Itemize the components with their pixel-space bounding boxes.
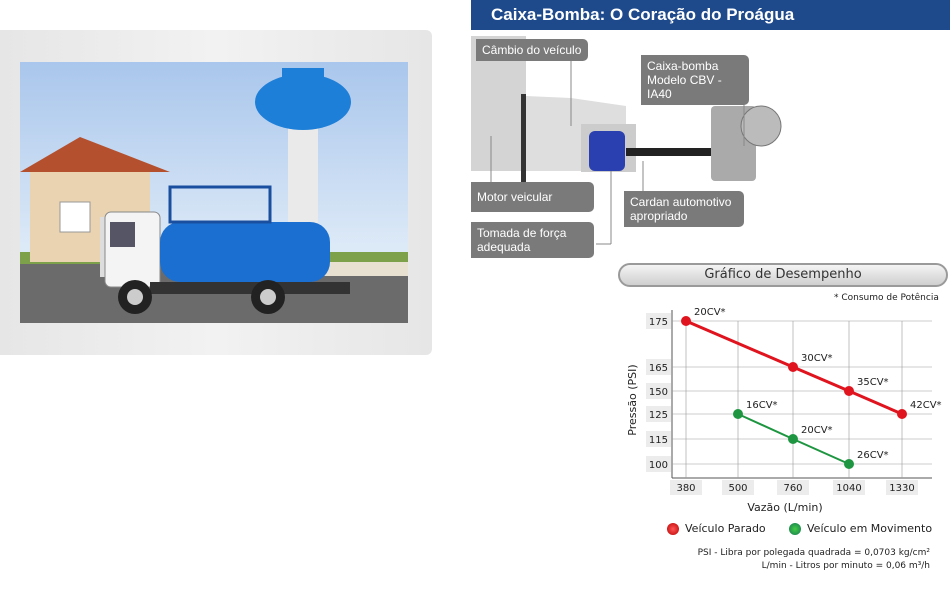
x-tick-bg [670,480,702,495]
x-tick-label: 380 [676,483,695,494]
data-point [681,316,691,326]
green-dot-icon [789,522,801,535]
x-tick-label: 760 [783,483,802,494]
x-tick-label: 500 [728,483,747,494]
data-point [788,362,798,372]
y-tick-bg [646,313,671,329]
data-label: 20CV* [801,425,833,436]
label-line: apropriado [630,209,688,223]
y-tick-bg [646,431,671,447]
data-label: 16CV* [746,400,778,411]
footnote-psi: PSI - Libra por polegada quadrada = 0,07… [697,548,930,558]
y-tick-label: 165 [649,363,668,374]
footnote-lmin: L/min - Litros por minuto = 0,06 m³/h [761,561,930,571]
data-point [897,409,907,419]
series-line [685,319,903,416]
x-tick-bg [833,480,865,495]
legend-label: Veículo Parado [685,522,766,535]
power-note: * Consumo de Potência [834,293,939,303]
label-line: Modelo CBV - IA40 [647,73,722,101]
x-tick-bg [886,480,918,495]
label-line: Caixa-bomba [647,59,719,73]
label-motor: Motor veicular [471,182,594,212]
label-line: adequada [477,240,531,254]
truck-illustration [20,62,408,323]
label-line: Cardan automotivo [630,195,732,209]
graph-title: Gráfico de Desempenho [618,263,948,287]
data-point [733,409,743,419]
data-label: 42CV* [910,400,942,411]
data-label: 26CV* [857,450,889,461]
label-line: Tomada de força [477,226,567,240]
water-truck-image [20,68,408,323]
x-tick-label: 1040 [836,483,861,494]
page-title: Caixa-Bomba: O Coração do Proágua [471,0,950,30]
performance-chart: 175 165 150 125 115 100 380 500 760 1040 1330Vazão… [626,307,942,514]
x-tick-bg [722,480,754,495]
legend-label: Veículo em Movimento [807,522,933,535]
y-tick-label: 150 [649,387,668,398]
y-axis-label: Pressão (PSI) [626,364,639,435]
y-tick-label: 175 [649,317,668,328]
data-point [788,434,798,444]
label-cambio: Câmbio do veículo [476,39,588,61]
legend-movimento: Veículo em Movimento [789,522,932,535]
data-point [844,386,854,396]
x-tick-bg [777,480,809,495]
y-tick-bg [646,456,671,472]
data-label: 20CV* [694,307,726,318]
y-tick-label: 115 [649,435,668,446]
red-dot-icon [667,522,679,535]
y-tick-label: 100 [649,460,668,471]
y-tick-bg [646,359,671,375]
data-label: 35CV* [857,377,889,388]
data-label: 30CV* [801,353,833,364]
y-tick-bg [646,406,671,422]
data-point [844,459,854,469]
x-axis-label: Vazão (L/min) [747,501,822,514]
legend-parado: Veículo Parado [667,522,766,535]
y-tick-bg [646,383,671,399]
x-tick-label: 1330 [889,483,914,494]
y-tick-label: 125 [649,410,668,421]
